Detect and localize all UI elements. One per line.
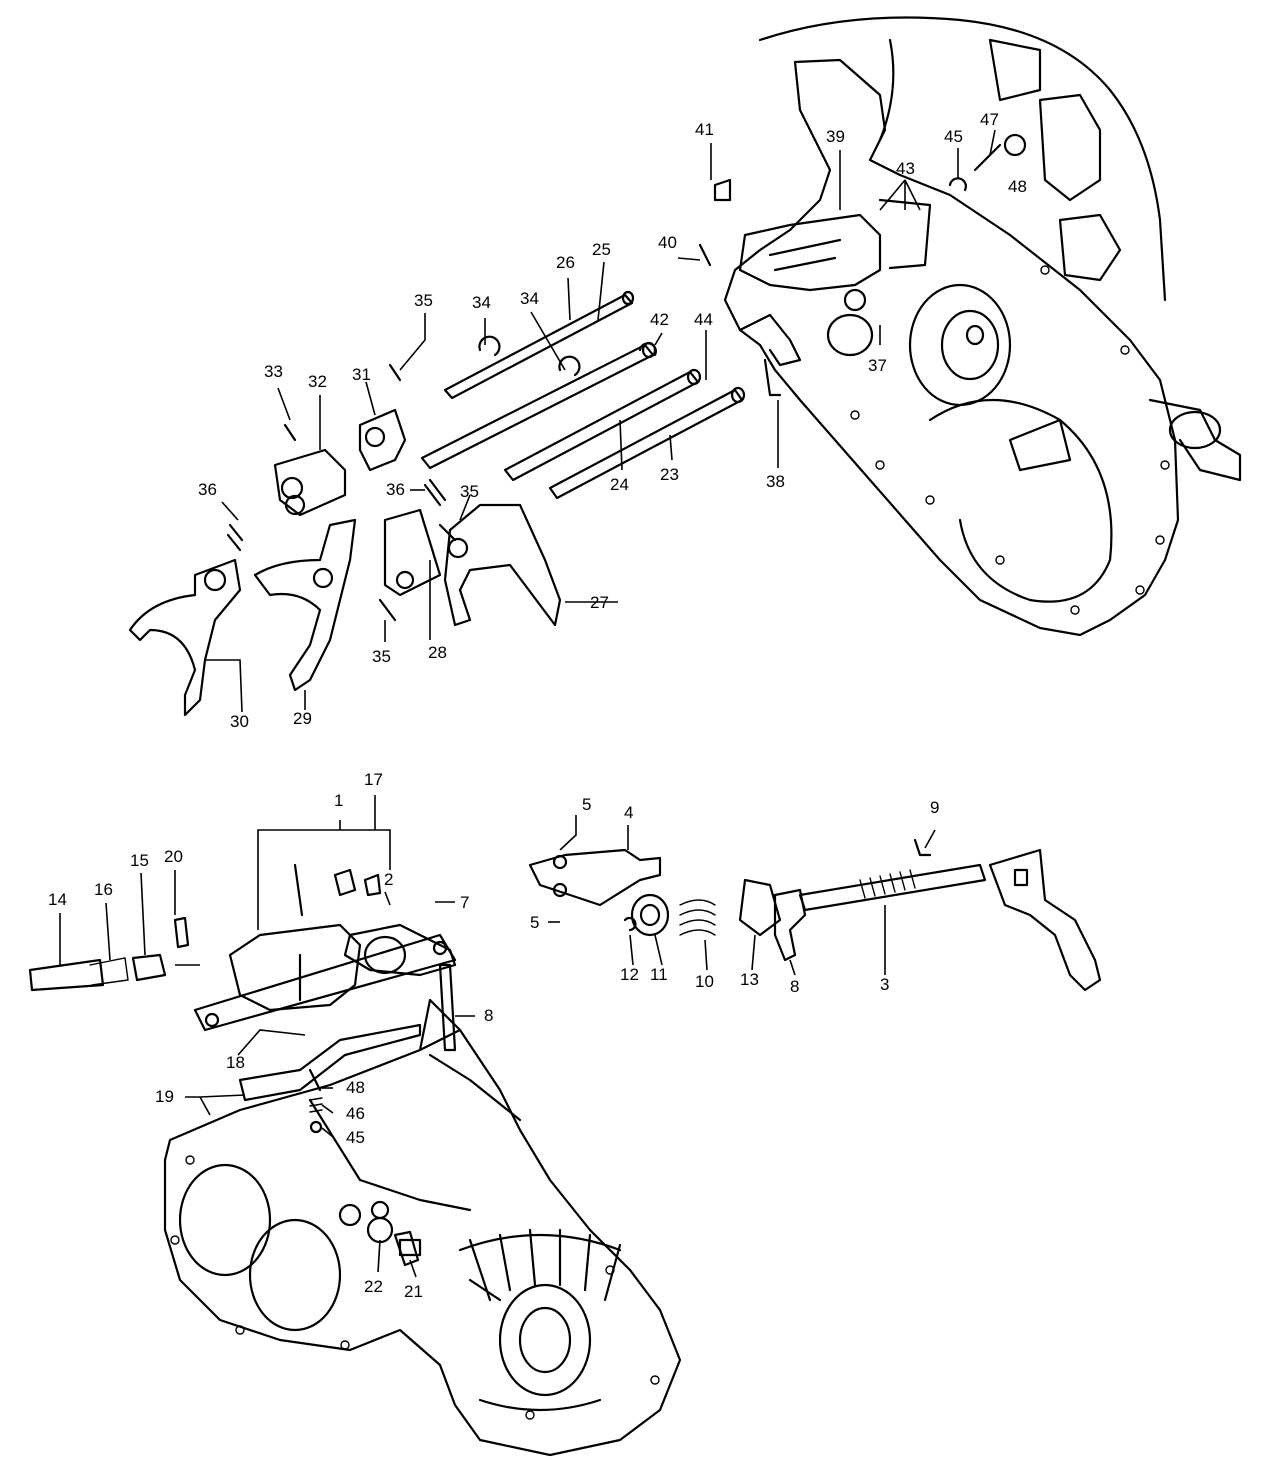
callout-36: 36: [386, 480, 405, 499]
callout-27: 27: [590, 593, 609, 612]
callout-30: 30: [230, 712, 249, 731]
shift-lug-28: [383, 508, 442, 597]
interlock-plate-2: [343, 923, 457, 977]
shift-fork-29: [253, 518, 357, 692]
callout-9: 9: [930, 798, 939, 817]
callout-labels: 41 39 45 47 43 48 40 26 25 35 34 34 42 4…: [48, 110, 1027, 1301]
callout-19: 19: [155, 1087, 174, 1106]
callout-38: 38: [766, 472, 785, 491]
control-shaft-3: [798, 863, 987, 912]
callout-22: 22: [364, 1277, 383, 1296]
callout-14: 14: [48, 890, 67, 909]
callout-2: 2: [384, 870, 393, 889]
small-parts-upper: [226, 133, 1027, 622]
callout-7: 7: [460, 893, 469, 912]
upper-housing: [723, 16, 1242, 637]
callout-12: 12: [620, 965, 639, 984]
callout-31: 31: [352, 365, 371, 384]
shift-rod-24: [503, 368, 702, 482]
shift-rod-25: [420, 341, 657, 470]
callout-35: 35: [414, 291, 433, 310]
shift-fork-27: [443, 503, 562, 627]
shift-rod-23: [548, 386, 746, 500]
selector-housing-1: [228, 923, 362, 1012]
callout-41: 41: [695, 120, 714, 139]
callout-36: 36: [198, 480, 217, 499]
callout-29: 29: [293, 709, 312, 728]
callout-48: 48: [346, 1078, 365, 1097]
callout-18: 18: [226, 1053, 245, 1072]
callout-13: 13: [740, 970, 759, 989]
callout-33: 33: [264, 362, 283, 381]
callout-1: 1: [334, 791, 343, 810]
shift-fork-30: [128, 558, 242, 717]
callout-17: 17: [364, 770, 383, 789]
leader-lines: [59, 129, 996, 1278]
control-lever-3: [988, 848, 1102, 992]
callout-42: 42: [650, 310, 669, 329]
callout-4: 4: [624, 803, 633, 822]
callout-3: 3: [880, 975, 889, 994]
callout-8: 8: [484, 1006, 493, 1025]
callout-35: 35: [372, 647, 391, 666]
callout-34: 34: [472, 293, 491, 312]
callout-40: 40: [658, 233, 677, 252]
selector-lever-4: [528, 848, 662, 907]
selector-parts-lower: [28, 838, 932, 1267]
callout-45: 45: [944, 127, 963, 146]
callout-34: 34: [520, 289, 539, 308]
callout-37: 37: [868, 356, 887, 375]
callout-5: 5: [582, 795, 591, 814]
callout-45: 45: [346, 1128, 365, 1147]
callout-5: 5: [530, 913, 539, 932]
callout-21: 21: [404, 1282, 423, 1301]
callout-24: 24: [610, 475, 629, 494]
callout-10: 10: [695, 972, 714, 991]
callout-32: 32: [308, 372, 327, 391]
callout-39: 39: [826, 127, 845, 146]
callout-26: 26: [556, 253, 575, 272]
shift-lug-32: [273, 448, 347, 517]
callout-16: 16: [94, 880, 113, 899]
callout-48: 48: [1008, 177, 1027, 196]
callout-23: 23: [660, 465, 679, 484]
callout-28: 28: [428, 643, 447, 662]
callout-25: 25: [592, 240, 611, 259]
callout-46: 46: [346, 1104, 365, 1123]
callout-20: 20: [164, 847, 183, 866]
shift-lug-31: [358, 408, 407, 472]
lower-case: [163, 998, 682, 1457]
callout-11: 11: [650, 965, 668, 984]
pin-33: [283, 423, 297, 442]
callout-8: 8: [790, 977, 799, 996]
shift-rod-26: [443, 290, 635, 400]
callout-35: 35: [460, 482, 479, 501]
callout-47: 47: [980, 110, 999, 129]
callout-44: 44: [694, 310, 713, 329]
callout-15: 15: [130, 851, 149, 870]
callout-43: 43: [896, 159, 915, 178]
